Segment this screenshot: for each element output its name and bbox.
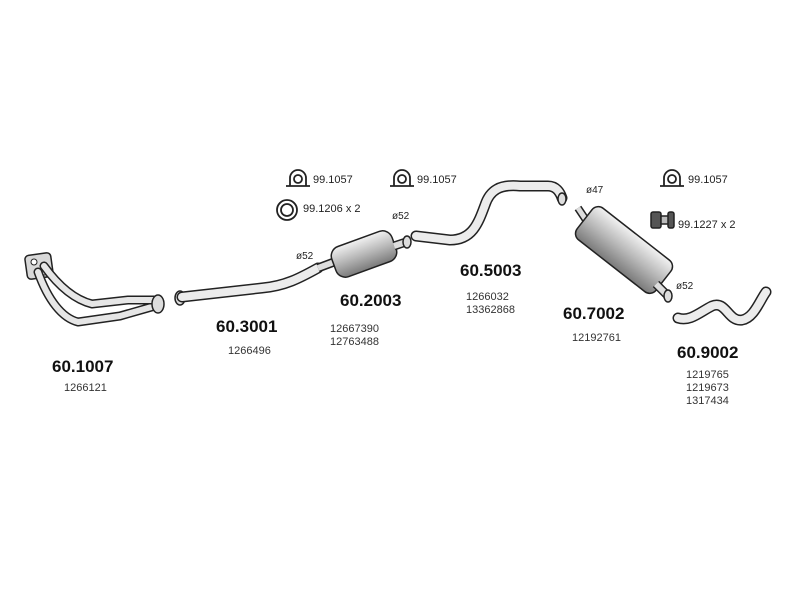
diameter-label: ø52 (392, 211, 410, 222)
middle-pipe-part (410, 180, 568, 246)
front-silencer-part (316, 230, 412, 278)
front-pipe-part (174, 262, 324, 306)
sealing-ring-label: 99.1206 x 2 (303, 203, 361, 215)
u-clamp-icon (660, 169, 684, 187)
clamp-label: 99.1057 (417, 174, 457, 186)
oe-number: 1317434 (686, 395, 729, 407)
oe-number: 1266032 (466, 291, 509, 303)
oe-numbers: 1266496 (228, 346, 271, 359)
part-number: 60.5003 (460, 261, 522, 280)
part-number: 60.3001 (216, 317, 278, 336)
sealing-ring-icon (276, 199, 298, 221)
oe-number: 1219765 (686, 369, 729, 381)
part-number: 60.2003 (340, 291, 402, 310)
oe-number: 12667390 (330, 323, 379, 335)
part-number: 60.9002 (677, 343, 739, 362)
oe-number: 1266496 (228, 345, 271, 357)
downpipe-part (24, 252, 165, 327)
rear-silencer-part (574, 205, 674, 303)
oe-numbers: 12192761 (572, 333, 621, 346)
oe-number: 1219673 (686, 382, 729, 394)
part-number: 60.7002 (563, 304, 625, 323)
clamp-label: 99.1057 (688, 174, 728, 186)
u-clamp-icon (286, 169, 310, 187)
u-clamp-icon (390, 169, 414, 187)
part-number: 60.1007 (52, 357, 114, 376)
oe-number: 1266121 (64, 382, 107, 394)
rubber-mount-icon (650, 211, 675, 229)
clamp-label: 99.1057 (313, 174, 353, 186)
diameter-label: ø52 (296, 251, 314, 262)
oe-numbers: 1266032 13362868 (466, 292, 515, 318)
oe-number: 12763488 (330, 336, 379, 348)
oe-numbers: 12667390 12763488 (330, 324, 379, 350)
oe-numbers: 1219765 1219673 1317434 (686, 370, 729, 409)
oe-numbers: 1266121 (64, 383, 107, 396)
oe-number: 13362868 (466, 304, 515, 316)
diameter-label: ø47 (586, 185, 604, 196)
oe-number: 12192761 (572, 332, 621, 344)
diameter-label: ø52 (676, 281, 694, 292)
tail-pipe-part (672, 286, 772, 326)
rubber-mount-label: 99.1227 x 2 (678, 219, 736, 231)
